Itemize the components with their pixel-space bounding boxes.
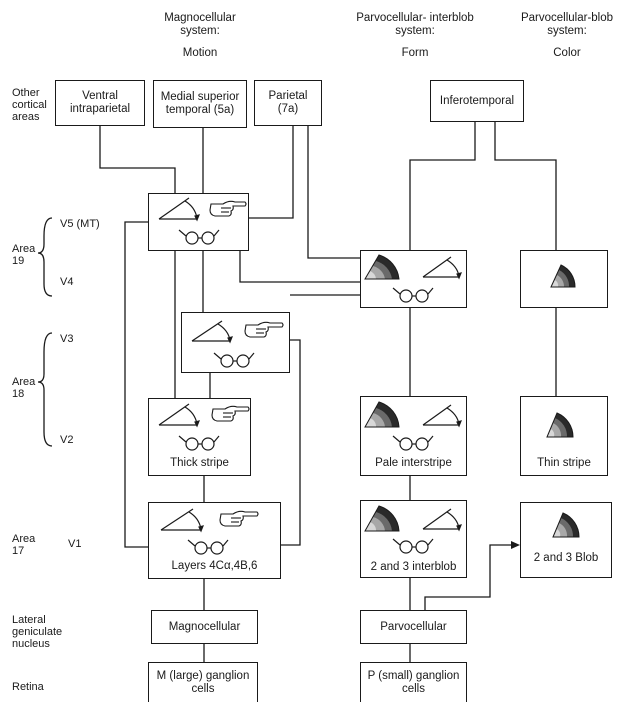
parvo-interblob-heading: Parvocellular- interblob bbox=[356, 12, 474, 24]
blob-label: 2 and 3 Blob bbox=[533, 552, 599, 564]
v1-magno-box: Layers 4Cα,4B,6 bbox=[148, 502, 281, 579]
angle-orientation-icon bbox=[422, 508, 462, 532]
motion-heading: Motion bbox=[182, 47, 218, 59]
v4-label: V4 bbox=[60, 276, 74, 288]
parietal-box: Parietal (7a) bbox=[254, 80, 322, 126]
area19-label: Area 19 bbox=[12, 243, 36, 267]
v1-blob-box: 2 and 3 Blob bbox=[520, 502, 612, 578]
form-heading: Form bbox=[401, 47, 429, 59]
color-fan-icon bbox=[546, 412, 574, 438]
interblob-label: 2 and 3 interblob bbox=[370, 561, 457, 573]
glasses-icon bbox=[392, 287, 434, 303]
v3-label: V3 bbox=[60, 333, 74, 345]
thin-stripe-label: Thin stripe bbox=[537, 457, 591, 469]
angle-orientation-icon bbox=[191, 320, 233, 344]
v3-box bbox=[181, 312, 290, 373]
v1-label: V1 bbox=[68, 538, 82, 550]
angle-orientation-icon bbox=[422, 256, 462, 280]
glasses-icon bbox=[187, 539, 229, 555]
glasses-icon bbox=[178, 435, 220, 451]
angle-orientation-icon bbox=[422, 404, 462, 428]
pointing-hand-icon bbox=[244, 321, 284, 338]
area18-label: Area 18 bbox=[12, 376, 36, 400]
v1-interblob-box: 2 and 3 interblob bbox=[360, 500, 467, 578]
area17-label: Area 17 bbox=[12, 533, 36, 557]
pointing-hand-icon bbox=[209, 200, 247, 217]
glasses-icon bbox=[392, 538, 434, 554]
layers-label: Layers 4Cα,4B,6 bbox=[171, 560, 258, 572]
lgn-magno-box: Magnocellular bbox=[151, 610, 258, 644]
lgn-parvo-box: Parvocellular bbox=[360, 610, 467, 644]
pale-interstripe-box: Pale interstripe bbox=[360, 396, 467, 476]
v4-color-box bbox=[520, 250, 608, 308]
magno-heading: Magnocellular bbox=[164, 12, 236, 24]
color-fan-icon bbox=[550, 264, 576, 288]
v5-box bbox=[148, 193, 249, 251]
parvo-blob-heading: Parvocellular-blob bbox=[520, 12, 614, 24]
v2-label: V2 bbox=[60, 434, 74, 446]
angle-orientation-icon bbox=[160, 508, 204, 533]
other-cortical-label: Other cortical areas bbox=[12, 87, 47, 123]
ventral-intraparietal-box: Ventral intraparietal bbox=[55, 80, 145, 126]
color-heading: Color bbox=[553, 47, 581, 59]
pointing-hand-icon bbox=[219, 510, 259, 527]
v4-form-box bbox=[360, 250, 467, 308]
retina-p-box: P (small) ganglion cells bbox=[360, 662, 467, 702]
color-fan-icon bbox=[364, 401, 400, 428]
retina-label: Retina bbox=[12, 681, 44, 693]
mst-box: Medial superior temporal (5a) bbox=[153, 80, 247, 128]
angle-orientation-icon bbox=[158, 197, 200, 222]
thick-stripe-label: Thick stripe bbox=[170, 457, 229, 469]
pointing-hand-icon bbox=[211, 405, 250, 422]
glasses-icon bbox=[392, 435, 434, 451]
inferotemporal-box: Inferotemporal bbox=[430, 80, 524, 122]
thick-stripe-box: Thick stripe bbox=[148, 398, 251, 476]
pale-interstripe-label: Pale interstripe bbox=[375, 457, 452, 469]
thin-stripe-box: Thin stripe bbox=[520, 396, 608, 476]
glasses-icon bbox=[213, 352, 255, 368]
angle-orientation-icon bbox=[158, 403, 200, 428]
color-fan-icon bbox=[364, 505, 400, 532]
parvo-blob-heading-system: system: bbox=[547, 25, 587, 37]
magno-heading-system: system: bbox=[180, 25, 220, 37]
color-fan-icon bbox=[364, 254, 400, 280]
v5-label: V5 (MT) bbox=[60, 218, 100, 230]
parvo-interblob-heading-system: system: bbox=[395, 25, 435, 37]
color-fan-icon bbox=[552, 512, 580, 538]
retina-m-box: M (large) ganglion cells bbox=[148, 662, 258, 702]
glasses-icon bbox=[178, 229, 220, 245]
lgn-label: Lateral geniculate nucleus bbox=[12, 614, 63, 650]
